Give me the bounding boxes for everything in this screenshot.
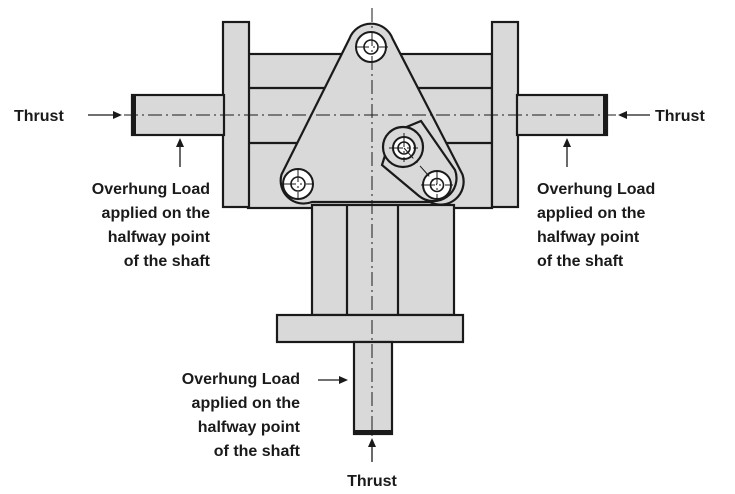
thrust-right-label: Thrust bbox=[655, 108, 705, 125]
base-flange bbox=[275, 313, 465, 344]
thrust-right-arrow bbox=[618, 111, 650, 119]
overhung-right-line-1: Overhung Load bbox=[537, 181, 655, 198]
column-body bbox=[310, 203, 456, 317]
overhung-left-line-1: Overhung Load bbox=[92, 181, 210, 198]
overhung-bottom-label: Overhung Load applied on the halfway poi… bbox=[182, 371, 301, 460]
centerlines bbox=[124, 8, 616, 437]
overhung-bottom-line-2: applied on the bbox=[192, 395, 301, 412]
overhung-left-line-4: of the shaft bbox=[124, 253, 211, 270]
overhung-bottom-arrow bbox=[318, 376, 348, 384]
thrust-left-arrow bbox=[88, 111, 122, 119]
overhung-right-line-3: halfway point bbox=[537, 229, 640, 246]
overhung-right-label: Overhung Load applied on the halfway poi… bbox=[537, 181, 655, 270]
overhung-right-arrow bbox=[563, 138, 571, 167]
link-centerline bbox=[403, 147, 438, 186]
overhung-left-label: Overhung Load applied on the halfway poi… bbox=[92, 181, 211, 270]
thrust-bottom-label: Thrust bbox=[347, 473, 397, 490]
thrust-bottom-arrow bbox=[368, 438, 376, 462]
overhung-bottom-line-3: halfway point bbox=[198, 419, 301, 436]
thrust-left-label: Thrust bbox=[14, 108, 64, 125]
overhung-left-line-2: applied on the bbox=[102, 205, 211, 222]
lower-column bbox=[310, 203, 456, 317]
bottom-shaft bbox=[352, 340, 394, 436]
overhung-right-line-2: applied on the bbox=[537, 205, 646, 222]
overhung-left-line-3: halfway point bbox=[108, 229, 211, 246]
overhung-left-arrow bbox=[176, 138, 184, 167]
overhung-bottom-line-1: Overhung Load bbox=[182, 371, 300, 388]
overhung-right-line-4: of the shaft bbox=[537, 253, 624, 270]
overhung-bottom-line-4: of the shaft bbox=[214, 443, 301, 460]
